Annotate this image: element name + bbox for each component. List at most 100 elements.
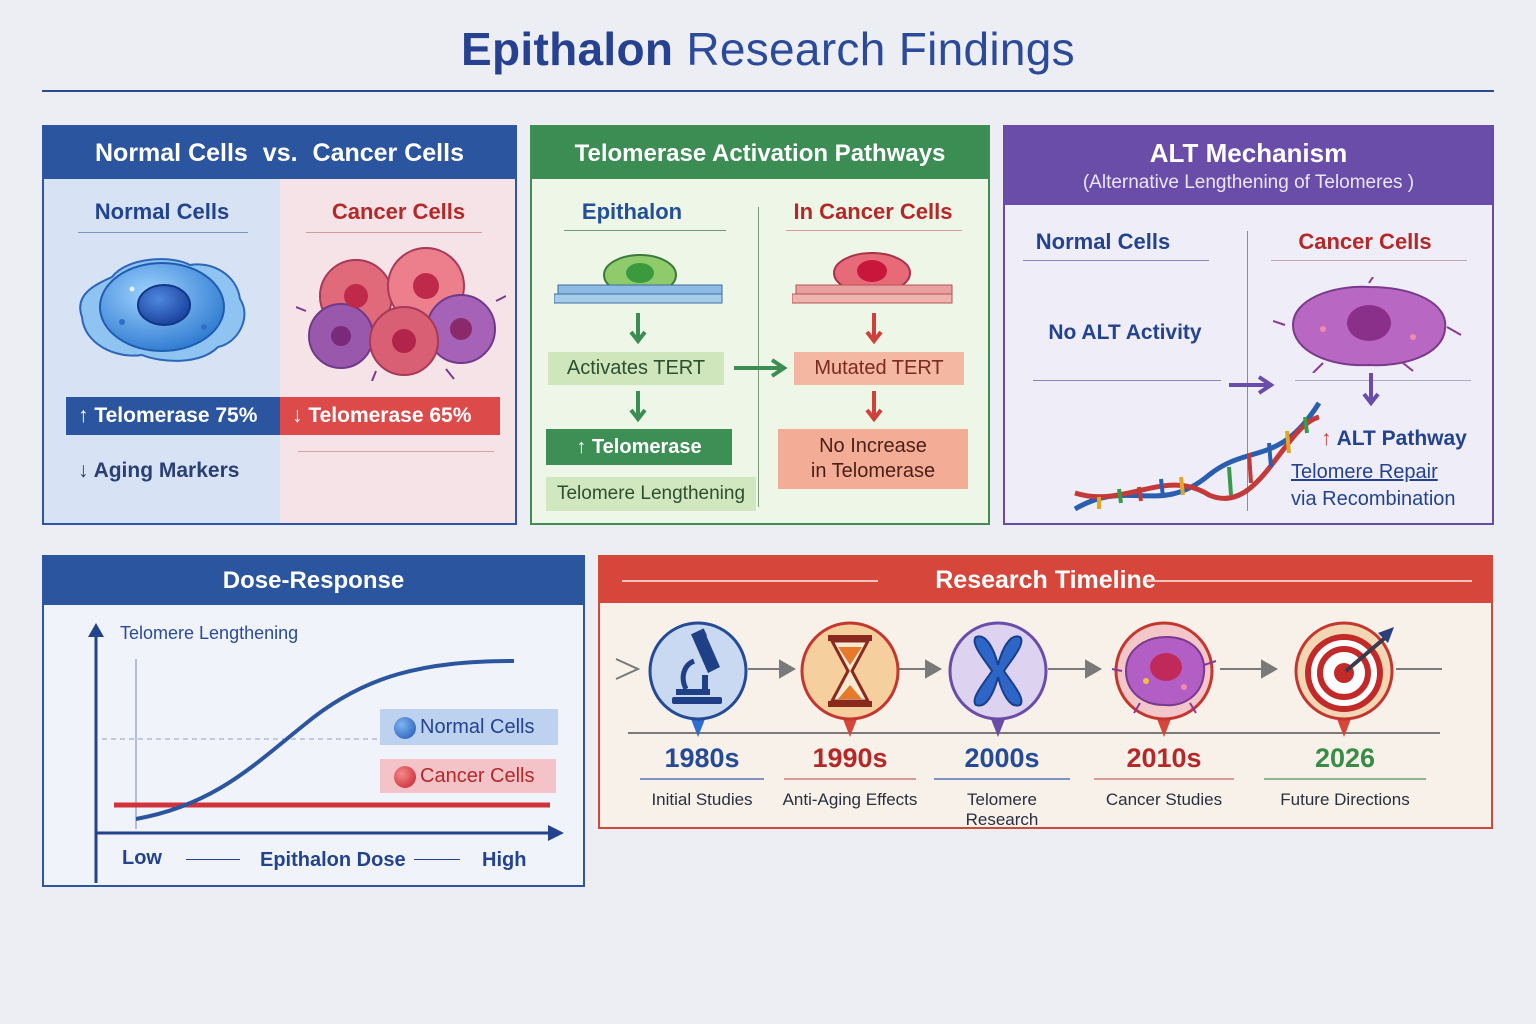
normal-vs-cancer-panel: Normal Cells vs. Cancer Cells Normal Cel… xyxy=(42,125,517,525)
timeline-year: 1990s xyxy=(812,743,888,773)
alt-mechanism-title: ALT Mechanism xyxy=(1149,138,1348,168)
timeline-year-rule xyxy=(784,778,916,780)
telomere-lengthening-box: Telomere Lengthening xyxy=(546,477,756,511)
cancer-dot-icon xyxy=(394,765,416,788)
timeline-title: Research Timeline xyxy=(935,566,1156,594)
telomerase-pathways-header: Telomerase Activation Pathways xyxy=(532,127,988,179)
aging-markers-note: ↓ Aging Markers xyxy=(78,459,240,482)
alt-mechanism-header: ALT Mechanism (Alternative Lengthening o… xyxy=(1005,127,1492,205)
timeline-label: Cancer Studies xyxy=(1105,790,1223,809)
epithalon-rule xyxy=(564,230,726,231)
down-arrow-icon xyxy=(865,391,883,423)
normal-cells-label: Normal Cells xyxy=(94,199,230,224)
microscope-icon xyxy=(648,621,748,737)
alt-pathway-label: ↑ ALT Pathway xyxy=(1321,427,1467,450)
down-arrow-icon xyxy=(1362,373,1380,407)
target-icon xyxy=(1294,621,1394,737)
down-arrow-icon xyxy=(865,313,883,345)
timeline-item-1980s: 1980s Initial Studies xyxy=(628,743,776,810)
activates-tert-box: Activates TERT xyxy=(548,352,724,385)
up-arrow-icon: ↑ xyxy=(1321,427,1332,450)
mutated-tert-box: Mutated TERT xyxy=(794,352,964,385)
alt-normal-rule xyxy=(1023,260,1209,261)
timeline-label: Anti-Aging Effects xyxy=(782,790,918,809)
down-arrow-icon: ↓ xyxy=(78,459,89,482)
no-alt-activity: No ALT Activity xyxy=(1048,321,1202,344)
timeline-year: 1980s xyxy=(664,743,740,773)
timeline-year-rule xyxy=(1264,778,1426,780)
x-high-label: High xyxy=(482,849,527,871)
timeline-year-rule xyxy=(934,778,1070,780)
timeline-item-2000s: 2000s Telomere Research xyxy=(934,743,1070,829)
x-axis-arrow-icon xyxy=(548,825,564,841)
normal-dot-icon xyxy=(394,716,416,739)
timeline-year-rule xyxy=(640,778,764,780)
alt-divider xyxy=(1247,231,1248,511)
alt-mechanism-panel: ALT Mechanism (Alternative Lengthening o… xyxy=(1003,125,1494,525)
telomerase-pathways-panel: Telomerase Activation Pathways Epithalon… xyxy=(530,125,990,525)
chromosome-icon xyxy=(948,621,1048,737)
hourglass-icon xyxy=(800,621,900,737)
normal-vs-cancer-header: Normal Cells vs. Cancer Cells xyxy=(44,127,515,179)
timeline-year: 2000s xyxy=(964,743,1040,773)
epithalon-label: Epithalon xyxy=(581,199,683,224)
timeline-item-2010s: 2010s Cancer Studies xyxy=(1094,743,1234,810)
cancer-cells-label: Cancer Cells xyxy=(331,199,466,224)
cancer-cell-icon xyxy=(1111,621,1217,737)
normal-telomerase-stat: ↑ Telomerase 75% xyxy=(66,397,280,435)
cancer-telomerase-stat: ↓ Telomerase 65% xyxy=(280,397,500,435)
research-timeline-panel: Research Timeline 1980s Initial Studies xyxy=(598,555,1493,829)
dose-response-header: Dose-Response xyxy=(44,557,583,605)
title-bold: Epithalon xyxy=(461,23,674,75)
timeline-label: Future Directions xyxy=(1280,790,1410,809)
header-vs: vs. xyxy=(262,139,298,167)
telomere-repair-text: Telomere Repair xyxy=(1291,461,1438,483)
cancer-label-rule xyxy=(306,232,482,233)
timeline-label: Telomere Research xyxy=(965,790,1039,829)
y-axis-label: Telomere Lengthening xyxy=(120,623,299,643)
timeline-year: 2010s xyxy=(1126,743,1202,773)
x-label-rule-right xyxy=(414,859,460,860)
in-cancer-rule xyxy=(786,230,962,231)
x-low-label: Low xyxy=(122,847,162,869)
cancer-column: Cancer Cells ↓ Telomerase 65% xyxy=(280,179,515,523)
alt-normal-label: Normal Cells xyxy=(1035,229,1171,254)
timeline-item-2026: 2026 Future Directions xyxy=(1264,743,1426,810)
down-arrow-icon: ↓ xyxy=(292,404,303,427)
no-increase-box: No Increase in Telomerase xyxy=(778,429,968,489)
x-label-rule-left xyxy=(186,859,240,860)
alt-mechanism-subtitle: (Alternative Lengthening of Telomeres ) xyxy=(1082,172,1415,193)
legend-normal: Normal Cells xyxy=(380,709,558,745)
alt-cancer-rule-2 xyxy=(1295,380,1471,381)
timeline-year-rule xyxy=(1094,778,1234,780)
header-line-right xyxy=(1146,580,1472,582)
header-cancer: Cancer Cells xyxy=(312,139,464,167)
y-axis-arrow-icon xyxy=(88,623,104,637)
no-alt-rule xyxy=(1033,380,1221,381)
header-normal: Normal Cells xyxy=(95,139,248,167)
title-divider xyxy=(42,90,1494,92)
alt-cancer-cell-icon xyxy=(1273,277,1462,373)
cancer-cells-icon xyxy=(296,247,506,381)
normal-cell-icon xyxy=(79,258,246,362)
healthy-cell-layer-icon xyxy=(554,254,723,304)
dna-helix-icon xyxy=(1073,401,1322,512)
normal-column: Normal Cells ↑ Telomerase 75% ↓ Aging Ma… xyxy=(44,179,280,523)
timeline-year: 2026 xyxy=(1314,743,1376,773)
alt-cancer-rule xyxy=(1271,260,1467,261)
down-arrow-icon xyxy=(629,391,647,423)
normal-cells-curve xyxy=(135,659,515,821)
up-arrow-icon: ↑ xyxy=(78,404,89,427)
legend-cancer: Cancer Cells xyxy=(380,759,556,793)
dose-response-chart xyxy=(88,623,564,883)
timeline-track xyxy=(615,658,1442,734)
normal-label-rule xyxy=(78,232,248,233)
header-line-left xyxy=(622,580,878,582)
up-telomerase-box: ↑ Telomerase xyxy=(546,429,732,465)
timeline-item-1990s: 1990s Anti-Aging Effects xyxy=(774,743,926,810)
research-timeline-header: Research Timeline xyxy=(600,557,1491,603)
alt-cancer-label: Cancer Cells xyxy=(1298,229,1432,254)
down-arrow-icon xyxy=(629,313,647,345)
cancer-cell-layer-icon xyxy=(792,252,953,304)
up-arrow-icon: ↑ xyxy=(576,436,587,458)
